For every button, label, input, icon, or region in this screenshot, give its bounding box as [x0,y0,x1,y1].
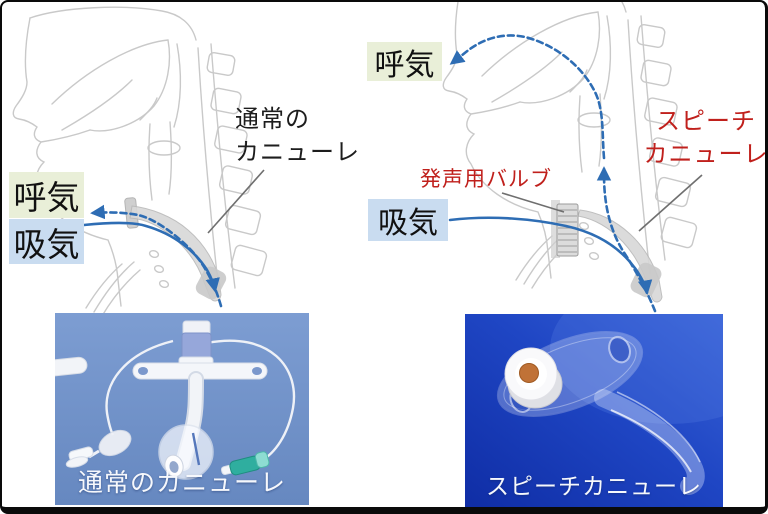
photo-speech-cannula: スピーチカニューレ [465,314,723,507]
inflation-line-right [206,339,296,463]
exhale-arrow-right-upper [449,34,606,160]
leader-line-speech-cannula [638,174,703,232]
photo-caption-left: 通常のカニューレ [77,468,286,497]
leader-line-normal-cannula [207,169,265,234]
exhale-arrow-left [90,204,223,308]
inhale-label-right: 吸気 [368,199,448,241]
cannula-tube [594,389,705,495]
normal-cannula-photo-art [55,313,309,505]
exhale-label-right: 呼気 [367,42,442,83]
tracheostomy-tube [132,320,268,480]
speech-valve-graphic [556,203,579,257]
normal-cannula-label: 通常の カニューレ [235,103,360,169]
normal-cannula-label-line2: カニューレ [235,138,360,166]
photo-caption-right: スピーチカニューレ [486,474,702,500]
green-connector [220,451,270,476]
inhale-arrow-left [82,221,220,293]
speech-cannula-label: スピーチ カニューレ [642,105,768,171]
voice-valve-label: 発声用バルブ [420,167,552,191]
speech-cannula-label-line2: カニューレ [643,140,768,168]
speech-valve [504,347,563,409]
exhale-arrow-right-lower [596,166,657,313]
inhale-label-left: 吸気 [9,219,84,264]
exhale-label-left: 呼気 [9,172,84,218]
speech-cannula-label-line1: スピーチ [656,107,756,135]
inhale-arrow-right [448,216,653,295]
spare-flange [55,356,88,378]
speech-cannula-photo-art [465,314,723,507]
head-outline-left [12,6,269,317]
inflation-line-left [105,339,174,436]
normal-cannula-label-line1: 通常の [235,105,310,133]
pilot-balloon [65,429,132,468]
photo-normal-cannula: 通常のカニューレ [55,313,309,505]
leader-line-voice-valve [501,192,565,213]
